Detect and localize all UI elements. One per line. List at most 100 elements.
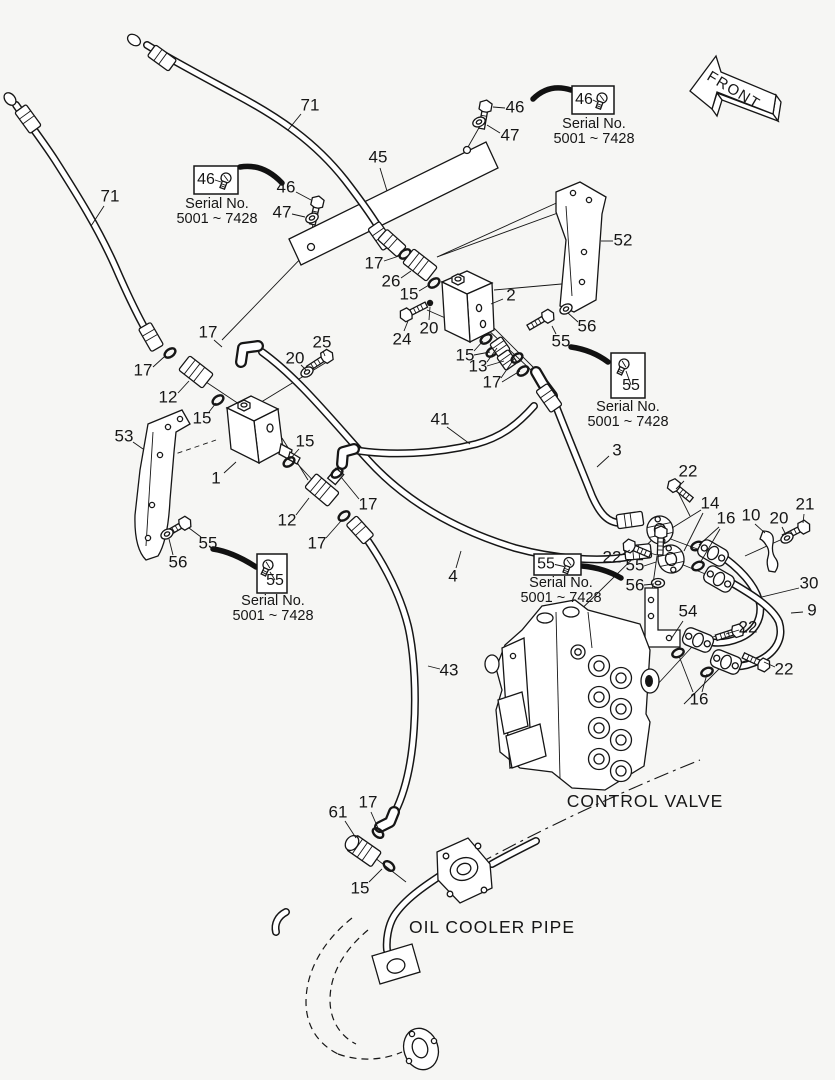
leader-line [152, 356, 165, 368]
hose-71-left [3, 92, 165, 353]
elbow-fitting-upper-left [235, 340, 264, 368]
leader-line [492, 106, 506, 109]
leader-line [132, 441, 144, 450]
callout-label: 15 [400, 284, 419, 303]
callout-label: 43 [440, 660, 459, 679]
callout-label: 20 [770, 508, 789, 527]
leader-line [596, 455, 610, 468]
leader-line [501, 370, 521, 383]
leader-line [325, 520, 342, 539]
leader-line [446, 426, 471, 445]
serial-note-line2: 5001 ~ 7428 [520, 590, 601, 606]
leader-line [300, 364, 307, 371]
valve-block-1 [225, 395, 301, 465]
leader-line [486, 360, 505, 367]
serial-note-line2: 5001 ~ 7428 [553, 131, 634, 147]
leader-line [802, 513, 805, 524]
oring-15-b [209, 392, 227, 408]
callout-label: 1 [211, 468, 220, 487]
leader-line [168, 538, 174, 556]
leader-line [701, 673, 708, 693]
serial-box-number: 55 [266, 572, 284, 589]
serial-note-line2: 5001 ~ 7428 [176, 211, 257, 227]
leader-line [551, 325, 557, 335]
leader-line [188, 527, 202, 538]
serial-note-line2: 5001 ~ 7428 [232, 608, 313, 624]
elbow-fitting-mid [336, 443, 360, 470]
callout-label: 20 [420, 318, 439, 337]
adapter-26 [401, 248, 439, 282]
pipe-30-lower-flange [680, 625, 716, 655]
oring-17-a [161, 345, 179, 361]
callout-label: 12 [159, 387, 178, 406]
leader-line [287, 113, 302, 131]
callout-label: 25 [313, 332, 332, 351]
callout-label: 15 [351, 878, 370, 897]
callout-label: 53 [115, 426, 134, 445]
serial-note-line1: Serial No. [185, 196, 249, 212]
mounting-plate-45 [288, 141, 499, 266]
leader-line [763, 661, 776, 668]
leader-line [486, 124, 501, 134]
leader-line [427, 665, 441, 670]
elbow-61 [344, 834, 383, 868]
callout-label: 56 [578, 316, 597, 335]
callout-label: 26 [382, 271, 401, 290]
callout-label: 46 [277, 177, 296, 196]
leader-line [455, 550, 462, 569]
callout-label: 46 [506, 97, 525, 116]
serial-note-line1: Serial No. [529, 575, 593, 591]
leader-line [428, 306, 431, 321]
pipe-9 [716, 572, 785, 671]
callout-label: 22 [775, 659, 794, 678]
callout-label: 16 [690, 689, 709, 708]
bracket-53 [134, 409, 191, 561]
leader-line [486, 347, 498, 363]
callout-label: 55 [199, 533, 218, 552]
callout-label: 15 [193, 408, 212, 427]
callout-label: 17 [199, 322, 218, 341]
callout-label: 22 [603, 547, 622, 566]
spool-caps [570, 644, 633, 783]
leader-line [678, 655, 694, 693]
callout-label: 71 [101, 186, 120, 205]
callout-label: 24 [393, 329, 412, 348]
bracket-54 [644, 587, 681, 648]
callout-label: 16 [717, 508, 736, 527]
callout-label: 17 [359, 494, 378, 513]
serial-swoosh-arcs [210, 85, 624, 581]
leader-line [790, 611, 804, 614]
callout-label: 2 [506, 285, 515, 304]
leader-line [383, 255, 400, 262]
leader-line [291, 213, 306, 218]
valve-block-2 [440, 270, 495, 344]
leader-line [400, 270, 412, 279]
callout-label: 20 [286, 348, 305, 367]
callout-label: 30 [800, 573, 819, 592]
callout-label: 55 [552, 331, 571, 350]
washer-56-c [650, 577, 666, 589]
callout-label: 17 [308, 533, 327, 552]
callout-label: 55 [626, 555, 645, 574]
callout-label: 52 [614, 230, 633, 249]
control-valve [484, 599, 660, 791]
leader-line [403, 320, 409, 332]
serial-note-line1: Serial No. [596, 399, 660, 415]
leader-line [290, 448, 300, 459]
bolt-55-a [524, 307, 558, 334]
leader-line [675, 480, 685, 490]
elbow-fitting-bottom [374, 806, 400, 833]
callout-label: 15 [296, 431, 315, 450]
callout-label: 9 [807, 600, 816, 619]
leader-line [500, 358, 515, 379]
serial-box-number: 46 [575, 91, 593, 108]
leader-line [295, 497, 310, 516]
leader-line [643, 583, 655, 586]
leader-line [340, 476, 360, 500]
callout-label: 17 [359, 792, 378, 811]
